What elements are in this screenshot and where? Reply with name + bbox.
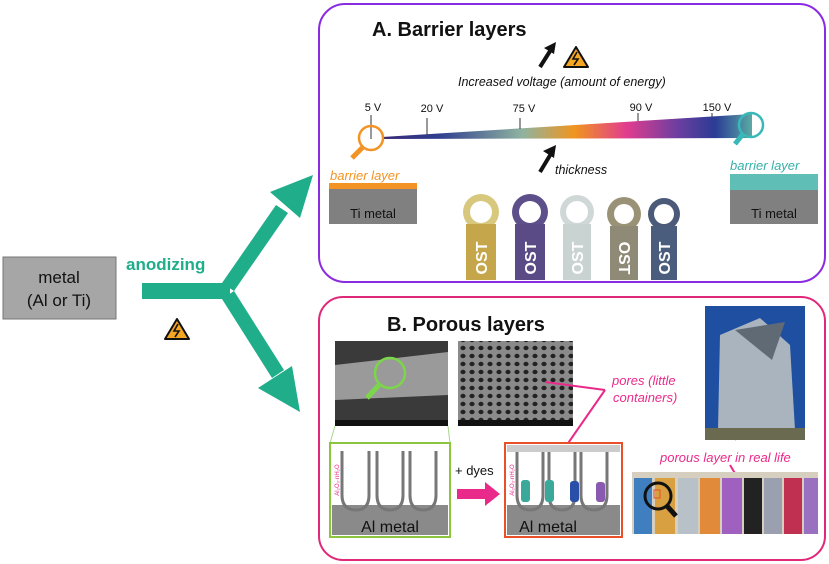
sem-cross-section-image — [335, 341, 448, 426]
barrier-layer-label: barrier layer — [330, 168, 400, 183]
tick-label: 90 V — [630, 102, 653, 114]
barrier-layer-label: barrier layer — [730, 158, 800, 173]
building-photo — [705, 306, 805, 440]
dyes-label: + dyes — [455, 463, 494, 478]
tag-label: OST — [615, 242, 632, 275]
porous-layer-diagram-dyed: Al₂O₃·nH₂O Al metal — [504, 442, 623, 538]
zoom-region-marker — [653, 489, 661, 499]
tag-label: OST — [523, 241, 540, 274]
oxide-label: Al₂O₃·nH₂O — [510, 464, 516, 496]
dyeing-arrow — [457, 482, 500, 506]
porous-layer-diagram-undyed: Al₂O₃·nH₂O Al metal — [329, 442, 451, 538]
thickness-gradient-wedge — [382, 114, 752, 139]
thick-barrier-layer-diagram: barrier layer Ti metal — [730, 158, 818, 224]
tick-label: 5 V — [365, 102, 382, 114]
thickness-label: thickness — [555, 163, 607, 177]
high-voltage-warning-icon — [164, 318, 190, 340]
metal-label: Ti metal — [751, 206, 797, 221]
thin-barrier-layer-diagram: barrier layer Ti metal — [329, 168, 417, 224]
pores-label-continued: containers) — [613, 390, 677, 405]
panel-b-title: B. Porous layers — [387, 314, 545, 336]
oxide-label: Al₂O₃·nH₂O — [335, 464, 341, 496]
source-label: metal — [38, 268, 80, 287]
tick-label: 20 V — [421, 103, 444, 115]
tag-label: OST — [570, 241, 587, 274]
magnifier-icon — [350, 124, 385, 160]
panel-a-title: A. Barrier layers — [372, 19, 527, 41]
tag-label: OST — [657, 241, 674, 274]
anodizing-label: anodizing — [126, 255, 205, 274]
real-life-label: porous layer in real life — [659, 450, 791, 465]
metal-label: Al metal — [361, 519, 419, 536]
barrier-layers-panel — [318, 3, 826, 283]
tick-label: 150 V — [703, 102, 732, 114]
pores-label: pores (little — [611, 373, 676, 388]
voltage-ticks: 5 V 20 V 75 V 90 V 150 V — [365, 102, 732, 115]
metal-label: Ti metal — [350, 206, 396, 221]
magnifier-icon — [733, 111, 765, 146]
source-sublabel: (Al or Ti) — [27, 291, 91, 310]
voltage-label: Increased voltage (amount of energy) — [458, 75, 666, 89]
magnifier-icon — [365, 356, 407, 400]
tick-label: 75 V — [513, 103, 536, 115]
anodizing-split-arrow — [142, 175, 313, 412]
dyed-bottles-photo — [632, 472, 818, 534]
metal-label: Al metal — [519, 519, 577, 536]
magnifier-icon — [643, 481, 678, 518]
tag-label: OST — [474, 241, 491, 274]
anodized-titanium-tags-photo: OST OST OST OST OST — [463, 194, 680, 280]
metal-source-box: metal (Al or Ti) — [2, 256, 117, 320]
